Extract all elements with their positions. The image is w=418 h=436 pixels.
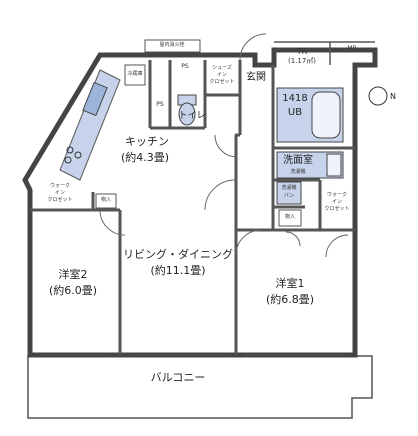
kitchen-size: (約4.3畳) [120, 151, 170, 164]
compass-symbol [367, 86, 389, 106]
hall-pipe-box [144, 39, 201, 53]
walkin-left-line3: クロゼット [47, 197, 73, 203]
storage-left-label: 物入 [100, 197, 112, 203]
washer-label: 洗濯機 [290, 169, 306, 175]
doors [99, 33, 349, 258]
washroom-label: 洗面室 [283, 155, 313, 166]
trunk-room-size: (1.17㎡) [287, 57, 317, 65]
living-name: リビング・ダイニング [123, 248, 233, 261]
storage-left-box [95, 193, 117, 209]
entrance-label: 玄関 [246, 72, 266, 83]
western2-size: (約6.0畳) [48, 284, 98, 297]
western2-name: 洋室2 [58, 268, 88, 281]
walkin-right-line3: クロゼット [324, 206, 350, 212]
hall-pipe-label: 屋内消火栓 [159, 42, 185, 48]
kitchen-name: キッチン [125, 135, 169, 148]
storage-right-label: 物入 [284, 214, 296, 220]
shoe-closet-line3: クロゼット [209, 79, 235, 85]
walkin-right-line1: ウォーク [326, 192, 348, 198]
toilet-label: トイレ [178, 111, 206, 121]
north-mark: N [390, 92, 396, 101]
walkin-left-line1: ウォーク [49, 183, 71, 189]
ps1-label: PS [156, 101, 164, 108]
refrigerator [124, 64, 146, 86]
washroom-area [276, 151, 344, 179]
western1-name: 洋室1 [275, 277, 305, 290]
mb-label: MB [347, 45, 357, 52]
walkin-left-line2: イン [54, 190, 66, 196]
balcony-outline [27, 355, 373, 419]
washer-pan [276, 181, 302, 205]
living-size: (約11.1畳) [150, 264, 206, 277]
refrigerator-label: 冷蔵庫 [127, 71, 143, 77]
unit-bath [276, 87, 344, 143]
washer-pan-line2: パン [283, 193, 295, 199]
balcony-name: バルコニー [150, 371, 206, 384]
kitchen-counter [59, 69, 121, 181]
washer-pan-line1: 洗濯機 [281, 185, 297, 191]
walkin-right-line2: イン [331, 199, 343, 205]
outer-wall [22, 47, 378, 358]
shoe-closet-line2: イン [216, 72, 228, 78]
unit-bath-line1: 1418 [282, 93, 308, 104]
toilet-fixture [177, 94, 197, 126]
storage-right-box [278, 209, 302, 227]
shoe-closet-line1: シューズ [212, 65, 232, 71]
western1-size: (約6.8畳) [265, 293, 315, 306]
unit-bath-line2: UB [287, 107, 303, 118]
trunk-room-name: TR [296, 47, 308, 56]
ps2-label: PS [181, 63, 189, 70]
